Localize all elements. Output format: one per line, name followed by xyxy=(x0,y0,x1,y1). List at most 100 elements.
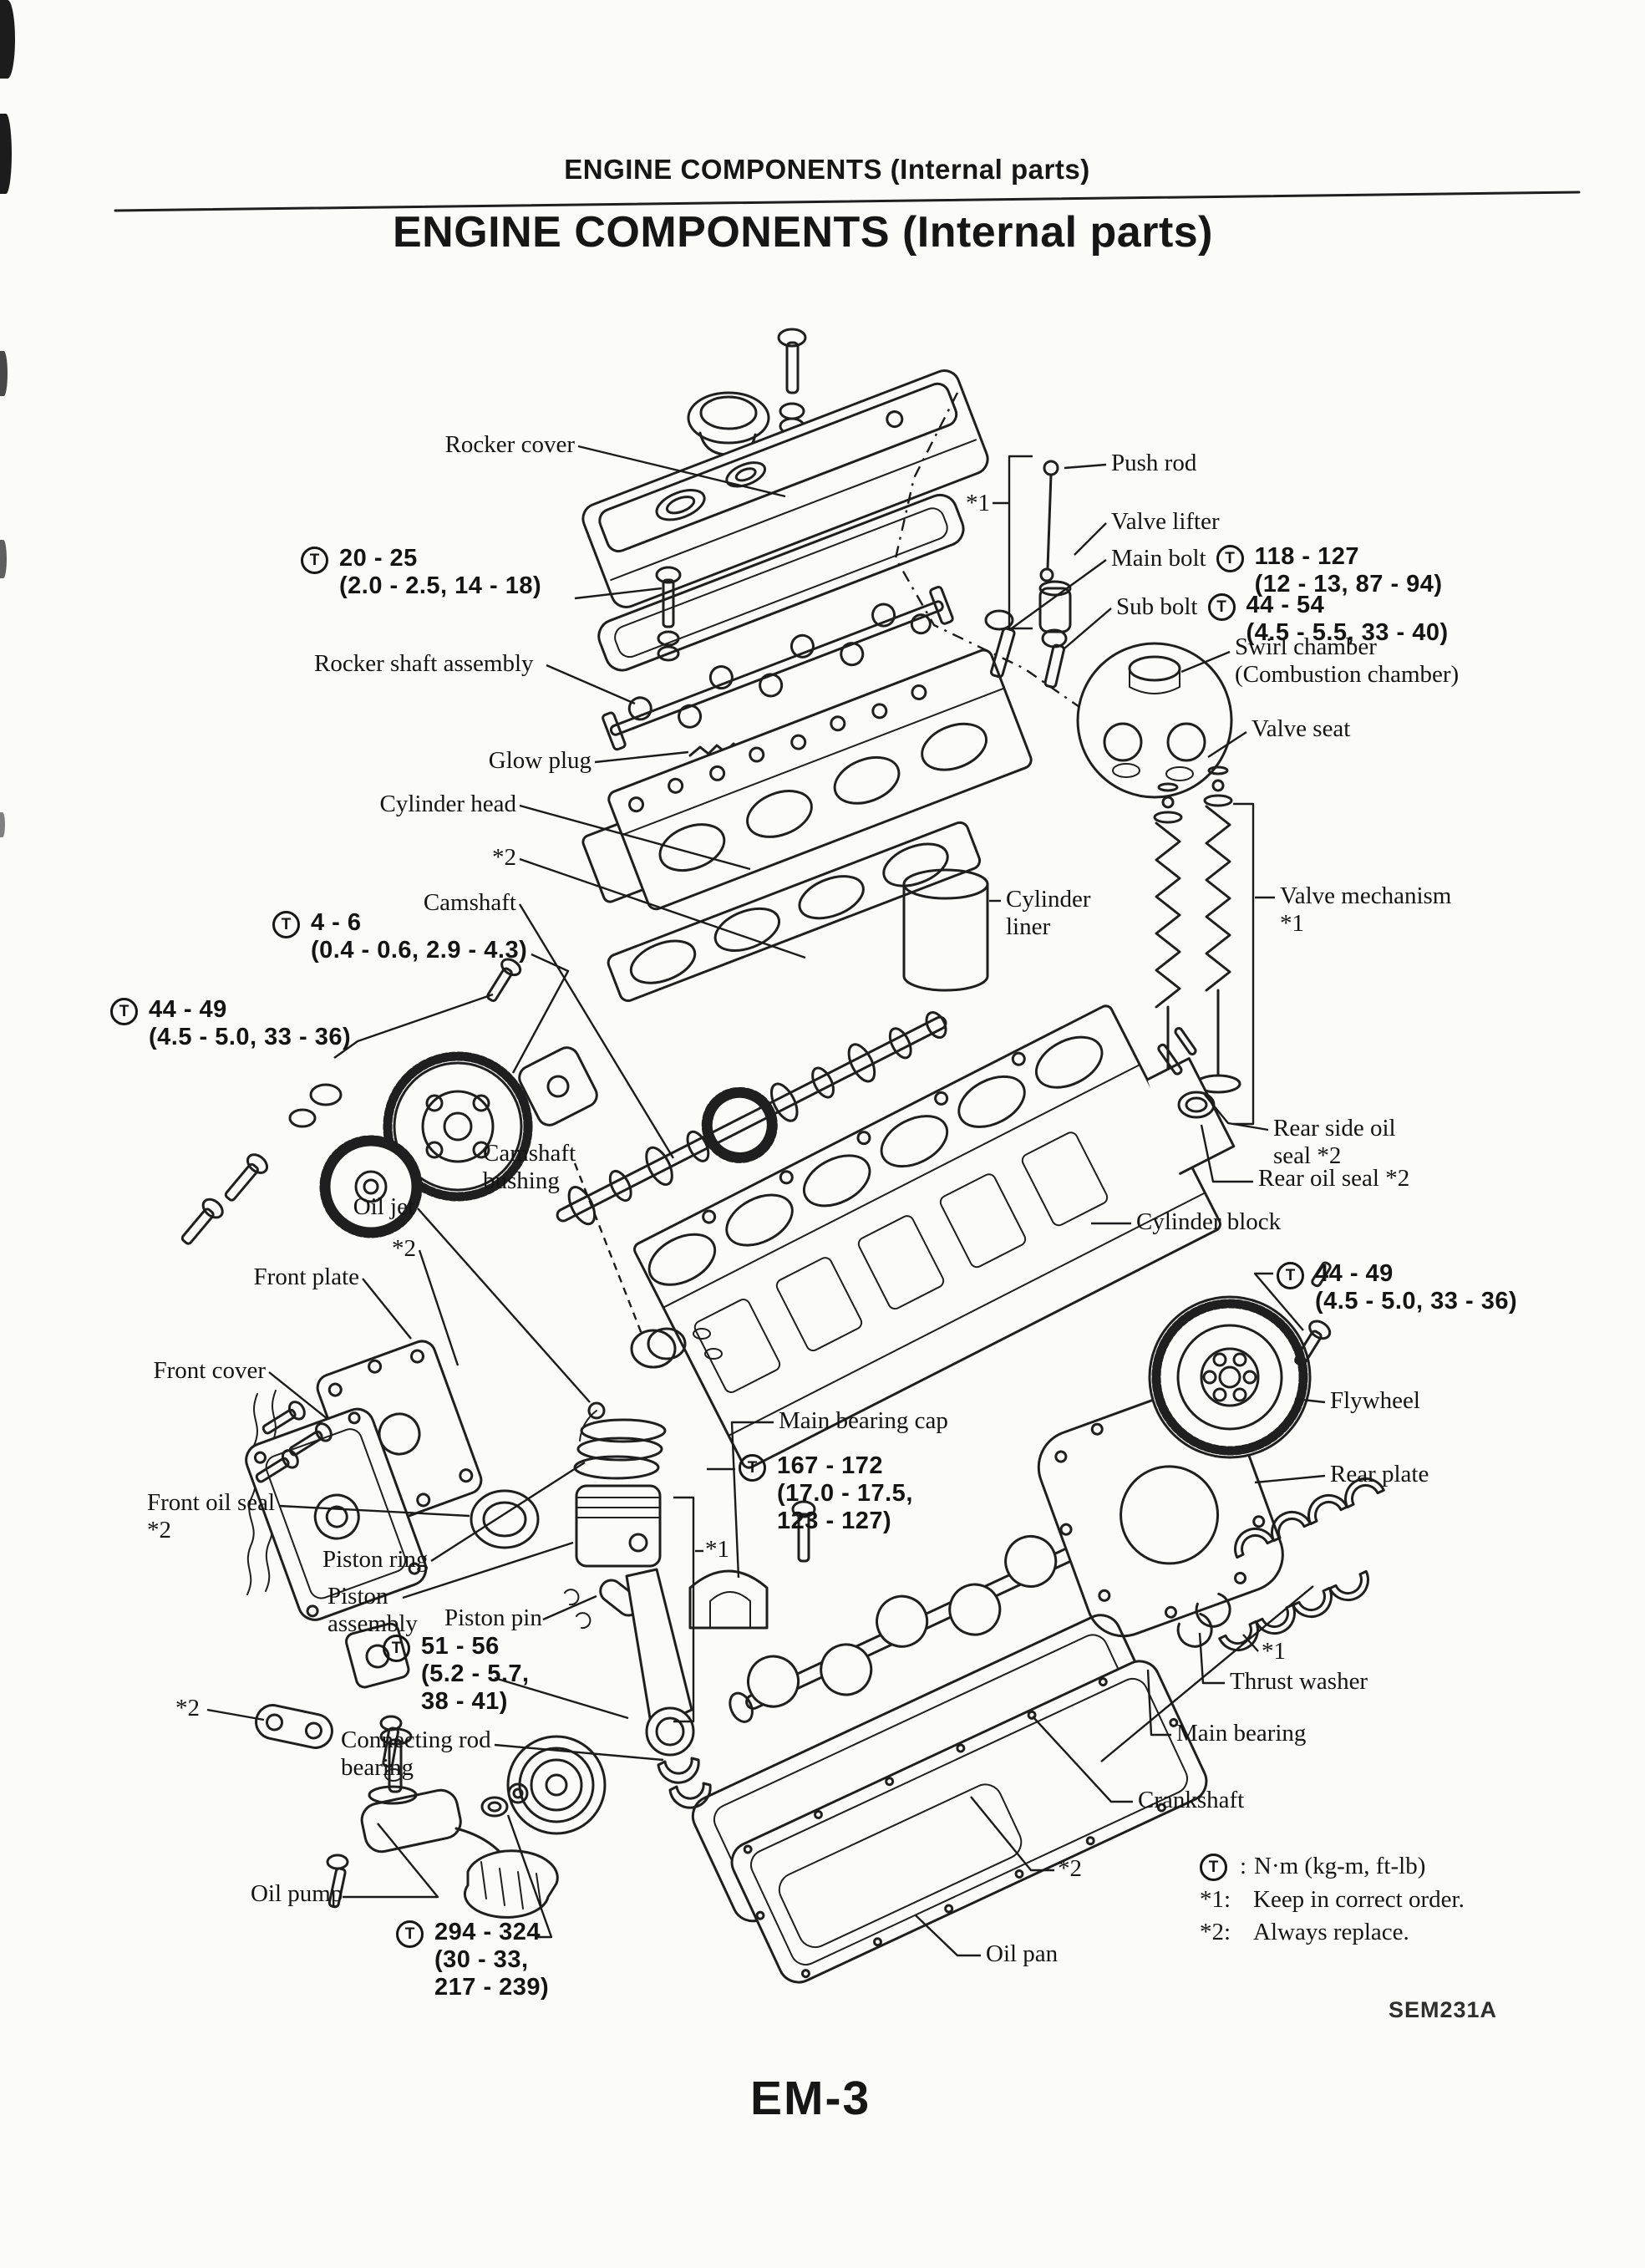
flywheel-drawing xyxy=(1148,1261,1332,1459)
oil-jet-drawing xyxy=(579,1401,606,1442)
label-asterisk2-front-gasket: *2 xyxy=(392,1235,416,1262)
label-piston-pin: Piston pin xyxy=(444,1604,542,1631)
oil-pan-drawing xyxy=(730,1660,1208,1984)
scan-smudge xyxy=(0,114,12,194)
torque-icon: T xyxy=(1277,1262,1304,1289)
label-oil-pump: Oil pump xyxy=(251,1880,343,1907)
label-piston-ring: Piston ring xyxy=(322,1546,429,1573)
scan-smudge xyxy=(0,540,7,578)
swirl-chamber-drawing xyxy=(1076,642,1233,799)
page-number: EM-3 xyxy=(750,2072,871,2125)
label-asterisk1-bearings: *1 xyxy=(1262,1638,1286,1665)
label-front-cover: Front cover xyxy=(153,1357,267,1384)
label-valve-mechanism: Valve mechanism*1 xyxy=(1280,882,1452,937)
label-rear-plate: Rear plate xyxy=(1330,1461,1429,1487)
legend-note2-symbol: *2: xyxy=(1200,1919,1231,1945)
torque-icon: T xyxy=(739,1454,766,1482)
front-oil-seal-drawing xyxy=(470,1489,540,1549)
front-cover-drawing xyxy=(245,1390,428,1621)
camshaft-bushing-drawing xyxy=(630,1327,723,1369)
label-asterisk1-piston: *1 xyxy=(705,1536,729,1563)
label-valve-lifter: Valve lifter xyxy=(1111,508,1220,535)
label-swirl-chamber: Swirl chamber(Combustion chamber) xyxy=(1235,633,1460,688)
label-main-bearing: Main bearing xyxy=(1176,1720,1307,1747)
rocker-bolt-drawing xyxy=(655,566,682,662)
label-rocker-cover: Rocker cover xyxy=(444,431,575,458)
label-asterisk2-chain: *2 xyxy=(175,1695,200,1721)
label-cylinder-head: Cylinder head xyxy=(379,791,516,817)
label-crankshaft: Crankshaft xyxy=(1138,1787,1245,1813)
label-asterisk2-head-gasket: *2 xyxy=(492,844,516,871)
label-glow-plug: Glow plug xyxy=(488,747,591,774)
legend-torque-text: N·m (kg-m, ft-lb) xyxy=(1254,1853,1426,1879)
rocker-shaft-drawing xyxy=(602,586,954,751)
label-rocker-shaft-assembly: Rocker shaft assembly xyxy=(314,650,534,677)
label-thrust-washer: Thrust washer xyxy=(1230,1668,1368,1695)
camshaft-drawing xyxy=(556,1011,947,1226)
rocker-gasket-drawing xyxy=(597,493,965,672)
torque-icon: T xyxy=(301,547,328,574)
torque-icon: T xyxy=(383,1635,410,1662)
torque-icon: T xyxy=(396,1920,424,1948)
head-gasket-drawing xyxy=(607,821,982,1003)
scan-smudge xyxy=(0,351,8,396)
torque-icon: T xyxy=(1207,593,1236,621)
label-asterisk2-pan-gasket: *2 xyxy=(1058,1855,1082,1882)
legend-separator: : xyxy=(1239,1853,1247,1879)
legend-note1-symbol: *1: xyxy=(1200,1886,1231,1913)
label-cylinder-block: Cylinder block xyxy=(1136,1208,1282,1235)
legend-note1-text: Keep in correct order. xyxy=(1253,1886,1465,1913)
label-rear-oil-seal: Rear oil seal *2 xyxy=(1258,1165,1410,1192)
label-main-bearing-cap: Main bearing cap xyxy=(779,1407,948,1434)
cylinder-head-drawing xyxy=(581,648,1033,911)
running-header: ENGINE COMPONENTS (Internal parts) xyxy=(564,154,1090,185)
timing-gears-drawing xyxy=(180,958,598,1245)
label-oil-pan: Oil pan xyxy=(986,1940,1059,1967)
torque-icon: T xyxy=(272,911,300,938)
main-bearing-cap-drawing xyxy=(688,1500,816,1630)
label-flywheel: Flywheel xyxy=(1330,1387,1420,1414)
page-title: ENGINE COMPONENTS (Internal parts) xyxy=(393,208,1213,257)
figure-code: SEM231A xyxy=(1389,1997,1498,2022)
connecting-rod-drawing xyxy=(625,1568,712,1809)
piston-drawing xyxy=(564,1418,667,1630)
oil-pump-drawing xyxy=(326,1727,559,1919)
legend-note2-text: Always replace. xyxy=(1253,1919,1409,1945)
label-camshaft: Camshaft xyxy=(423,889,516,916)
label-front-plate: Front plate xyxy=(253,1264,359,1290)
legend-note1-row: *1: Keep in correct order. xyxy=(1200,1885,1465,1914)
cylinder-liner-drawing xyxy=(902,868,989,992)
torque-icon: T xyxy=(110,998,138,1025)
legend-torque-row: T : N·m (kg-m, ft-lb) xyxy=(1200,1852,1465,1881)
label-front-oil-seal: Front oil seal*2 xyxy=(147,1489,276,1543)
label-push-rod: Push rod xyxy=(1111,450,1197,476)
legend-note2-row: *2: Always replace. xyxy=(1200,1918,1465,1946)
label-oil-jet: Oil jet xyxy=(353,1193,414,1220)
torque-icon: T xyxy=(1200,1854,1227,1881)
label-asterisk1-pushrod: *1 xyxy=(966,490,990,516)
label-valve-seat: Valve seat xyxy=(1252,715,1351,742)
crank-pulley-drawing xyxy=(480,1735,607,1835)
torque-icon: T xyxy=(1216,545,1244,572)
scan-smudge xyxy=(0,812,5,837)
scan-smudge xyxy=(0,0,15,79)
rocker-cover-drawing xyxy=(581,369,989,608)
valve-mechanism-drawing xyxy=(1146,765,1241,1097)
torque-legend: T : N·m (kg-m, ft-lb) *1: Keep in correc… xyxy=(1200,1852,1465,1950)
